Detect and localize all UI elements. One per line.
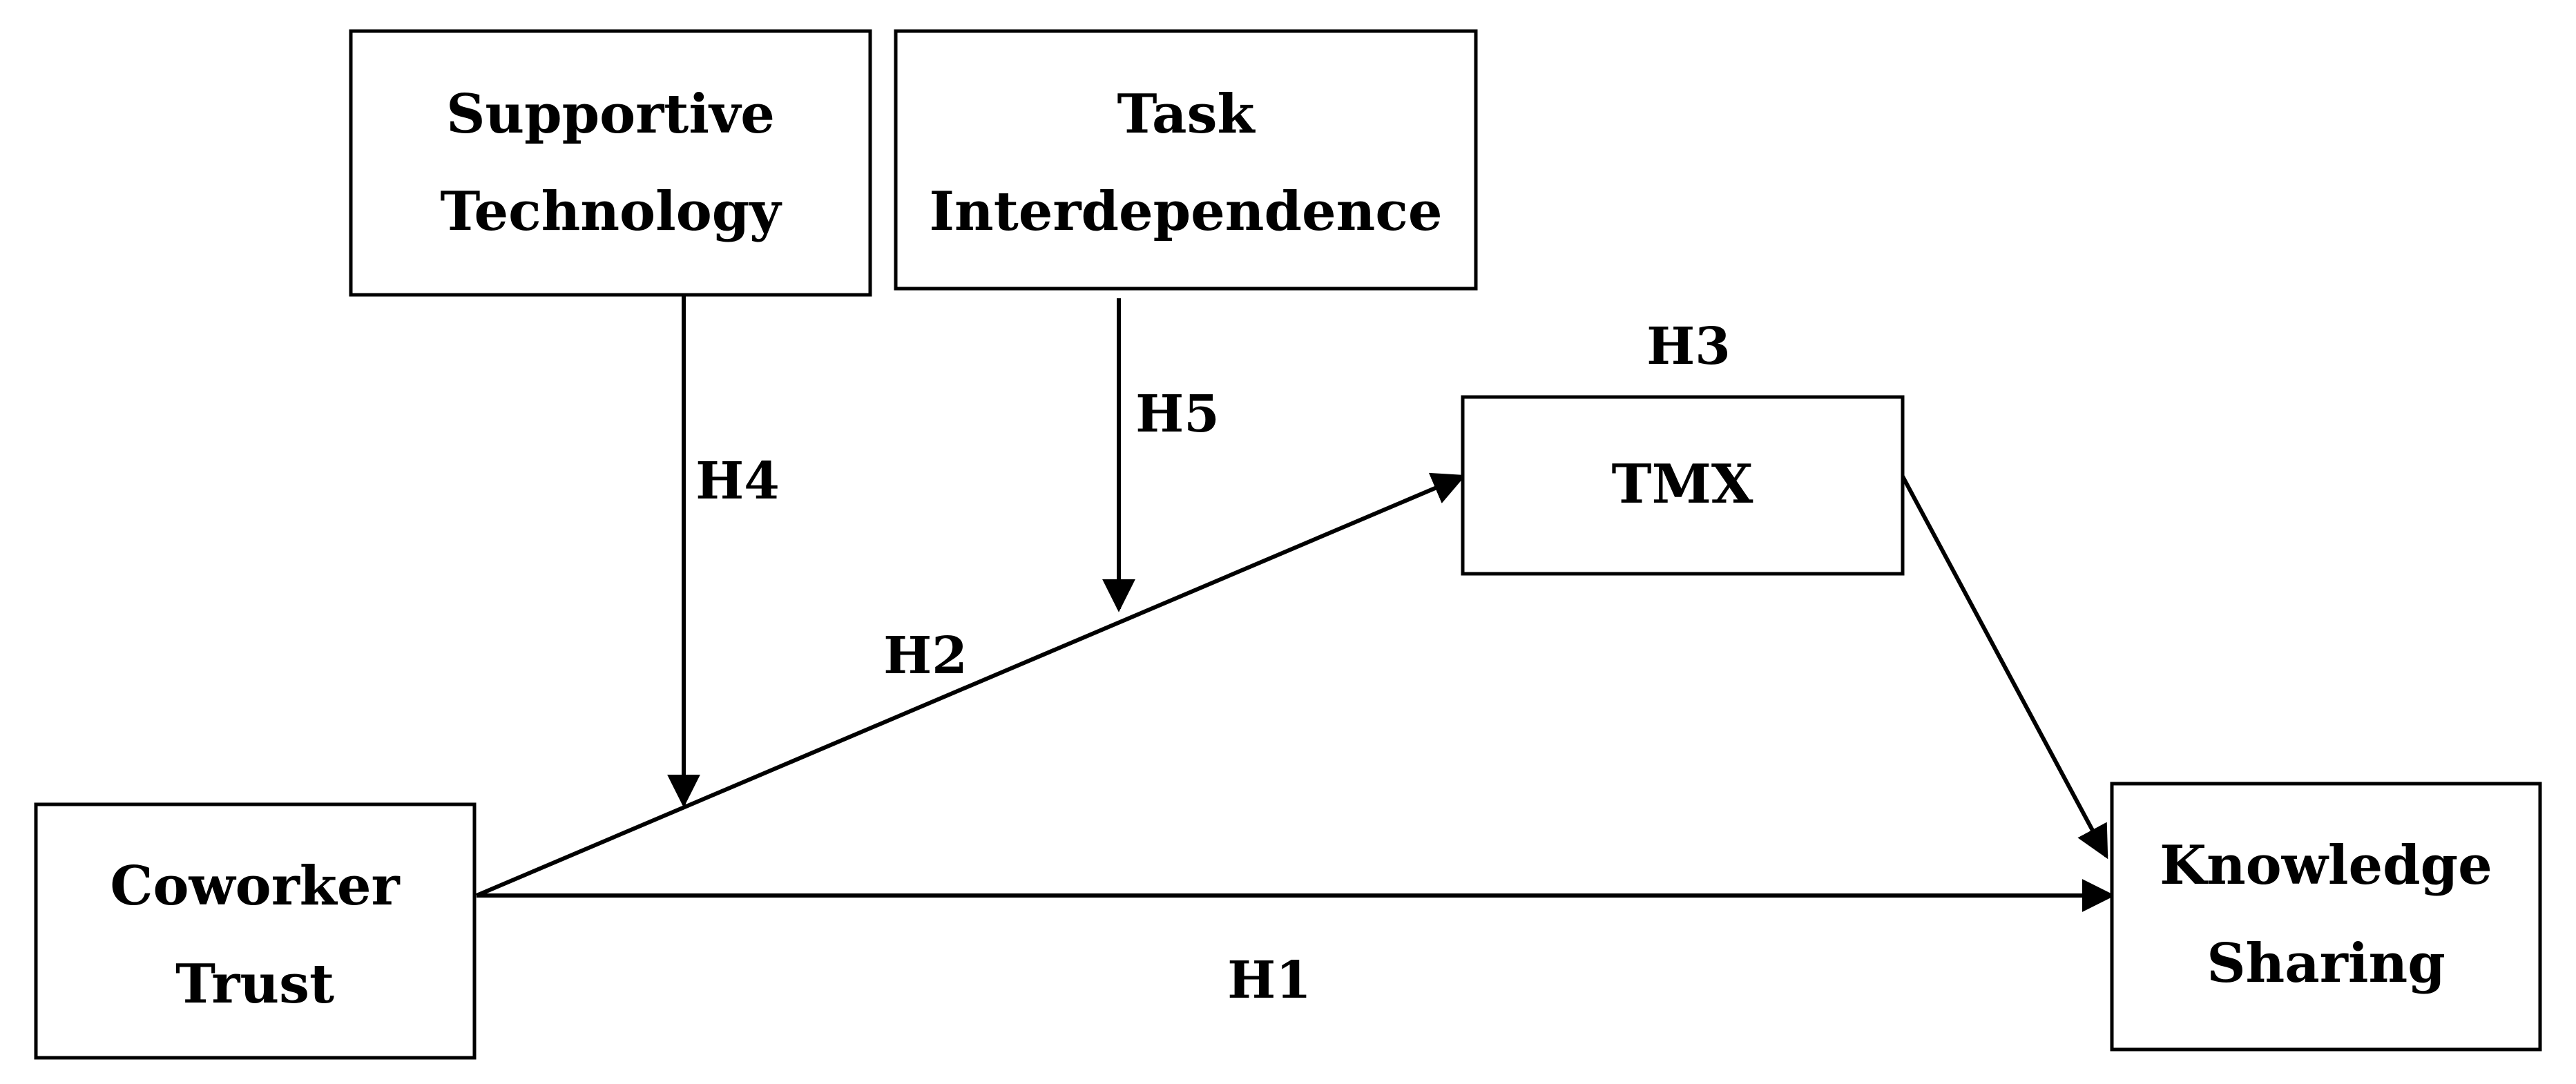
node-coworker-trust: Coworker Trust: [34, 802, 477, 1060]
node-task-interdependence-line2: Interdependence: [930, 180, 1443, 243]
label-h2: H2: [883, 626, 967, 686]
label-h1: H1: [1227, 951, 1311, 1010]
node-knowledge-sharing: Knowledge Sharing: [2110, 782, 2542, 1052]
label-h4: H4: [695, 452, 779, 511]
label-h3: H3: [1646, 317, 1730, 376]
node-coworker-trust-line2: Trust: [175, 953, 334, 1016]
edge-h3-tmx-to-knowledge: [1901, 475, 2108, 860]
edge-h2-trust-to-tmx: [475, 472, 1466, 898]
node-knowledge-sharing-line2: Sharing: [2207, 932, 2445, 995]
node-tmx: TMX: [1461, 395, 1905, 576]
node-supportive-technology-line2: Technology: [440, 180, 782, 243]
node-supportive-technology-line1: Supportive: [446, 83, 775, 146]
node-task-interdependence-line1: Task: [1117, 83, 1256, 146]
node-supportive-technology: Supportive Technology: [349, 29, 872, 297]
node-coworker-trust-line1: Coworker: [110, 855, 400, 918]
node-task-interdependence: Task Interdependence: [894, 29, 1478, 291]
node-knowledge-sharing-line1: Knowledge: [2160, 834, 2492, 897]
label-h5: H5: [1135, 385, 1219, 444]
node-tmx-label: TMX: [1612, 453, 1753, 516]
